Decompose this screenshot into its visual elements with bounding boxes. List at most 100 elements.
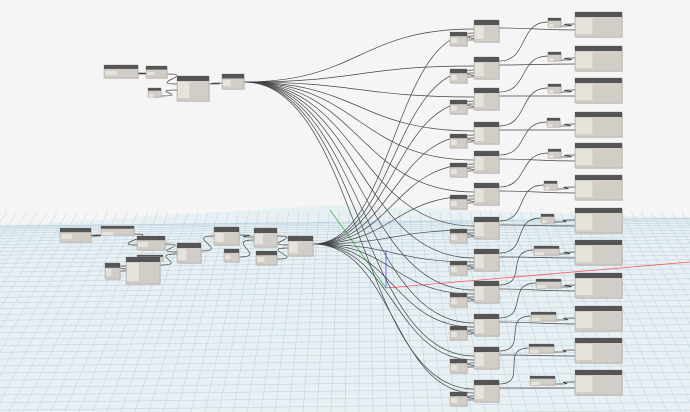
- node-header: [541, 214, 554, 217]
- node-input-ports: [549, 58, 554, 61]
- node-input-ports: [451, 299, 457, 304]
- lower-hub-node[interactable]: [287, 235, 314, 257]
- input-node[interactable]: [449, 358, 468, 374]
- node[interactable]: [547, 51, 562, 62]
- node-header: [575, 306, 622, 311]
- node-header: [474, 183, 499, 188]
- column-node[interactable]: [473, 313, 500, 337]
- input-node[interactable]: [449, 162, 468, 178]
- column-node[interactable]: [473, 182, 500, 206]
- column-node[interactable]: [473, 280, 500, 304]
- node[interactable]: [176, 242, 202, 264]
- node[interactable]: [104, 262, 121, 280]
- node[interactable]: [176, 75, 210, 102]
- node[interactable]: [540, 213, 555, 224]
- node[interactable]: [213, 226, 240, 246]
- column-node[interactable]: [473, 379, 500, 403]
- output-node[interactable]: [574, 174, 623, 201]
- node[interactable]: [547, 17, 562, 28]
- wire: [243, 81, 475, 324]
- node[interactable]: [529, 375, 556, 386]
- wire: [498, 256, 576, 259]
- x-axis: [385, 261, 690, 289]
- input-node[interactable]: [449, 292, 468, 308]
- output-node[interactable]: [574, 77, 623, 104]
- node-header: [450, 392, 467, 397]
- node[interactable]: [547, 148, 562, 159]
- node-header: [146, 66, 167, 70]
- column-node[interactable]: [473, 248, 500, 272]
- wire: [312, 243, 475, 263]
- node[interactable]: [100, 225, 135, 236]
- output-node[interactable]: [574, 305, 623, 332]
- node-input-ports: [475, 94, 484, 107]
- node-header: [575, 273, 622, 278]
- output-node[interactable]: [574, 239, 623, 266]
- node[interactable]: [136, 235, 166, 251]
- input-node[interactable]: [449, 260, 468, 276]
- wire: [498, 121, 548, 156]
- output-node[interactable]: [574, 142, 623, 169]
- column-node[interactable]: [473, 346, 500, 370]
- node[interactable]: [223, 248, 240, 263]
- select-model-element-node[interactable]: [103, 64, 139, 79]
- output-node[interactable]: [574, 272, 623, 299]
- column-node[interactable]: [473, 19, 500, 43]
- node[interactable]: [547, 83, 562, 94]
- node-header: [474, 314, 499, 319]
- node-input-ports: [451, 235, 457, 240]
- node-header: [474, 88, 499, 93]
- upper-hub-node[interactable]: [221, 73, 245, 90]
- node-input-ports: [576, 118, 593, 134]
- output-node[interactable]: [574, 337, 623, 364]
- node-input-ports: [576, 312, 593, 328]
- output-node[interactable]: [574, 45, 623, 72]
- wire: [498, 55, 549, 93]
- input-node[interactable]: [449, 133, 468, 149]
- column-node[interactable]: [473, 121, 500, 145]
- node[interactable]: [145, 65, 168, 79]
- node-input-ports: [451, 106, 457, 111]
- node[interactable]: [125, 256, 161, 285]
- input-node[interactable]: [449, 68, 468, 84]
- node[interactable]: [59, 227, 92, 243]
- node-input-ports: [475, 287, 484, 300]
- output-node[interactable]: [574, 11, 623, 38]
- node-header: [450, 229, 467, 234]
- grid-line: [0, 394, 690, 403]
- ground-plane: [0, 205, 690, 412]
- input-node[interactable]: [449, 31, 468, 47]
- column-node[interactable]: [473, 56, 500, 80]
- node[interactable]: [253, 227, 278, 248]
- node[interactable]: [546, 117, 561, 128]
- wire: [498, 190, 576, 194]
- node-header: [450, 293, 467, 298]
- input-node[interactable]: [449, 228, 468, 244]
- input-node[interactable]: [449, 325, 468, 341]
- column-node[interactable]: [473, 87, 500, 111]
- node-input-ports: [451, 169, 457, 174]
- nodes[interactable]: [59, 11, 623, 407]
- node[interactable]: [533, 245, 560, 256]
- node[interactable]: [530, 311, 557, 322]
- node[interactable]: [147, 87, 162, 98]
- node-input-ports: [475, 63, 484, 76]
- node-input-ports: [451, 140, 457, 145]
- input-node[interactable]: [449, 391, 468, 407]
- output-node[interactable]: [574, 111, 623, 138]
- input-node[interactable]: [449, 194, 468, 210]
- wire: [312, 163, 475, 245]
- node[interactable]: [535, 278, 562, 289]
- column-node[interactable]: [473, 150, 500, 174]
- node[interactable]: [528, 343, 555, 354]
- wire: [553, 219, 576, 223]
- input-node[interactable]: [449, 99, 468, 115]
- node[interactable]: [543, 180, 558, 191]
- node[interactable]: [255, 250, 278, 266]
- output-node[interactable]: [574, 369, 623, 396]
- output-node[interactable]: [574, 207, 623, 234]
- node-header: [450, 359, 467, 364]
- wire: [498, 158, 576, 162]
- column-node[interactable]: [473, 216, 500, 240]
